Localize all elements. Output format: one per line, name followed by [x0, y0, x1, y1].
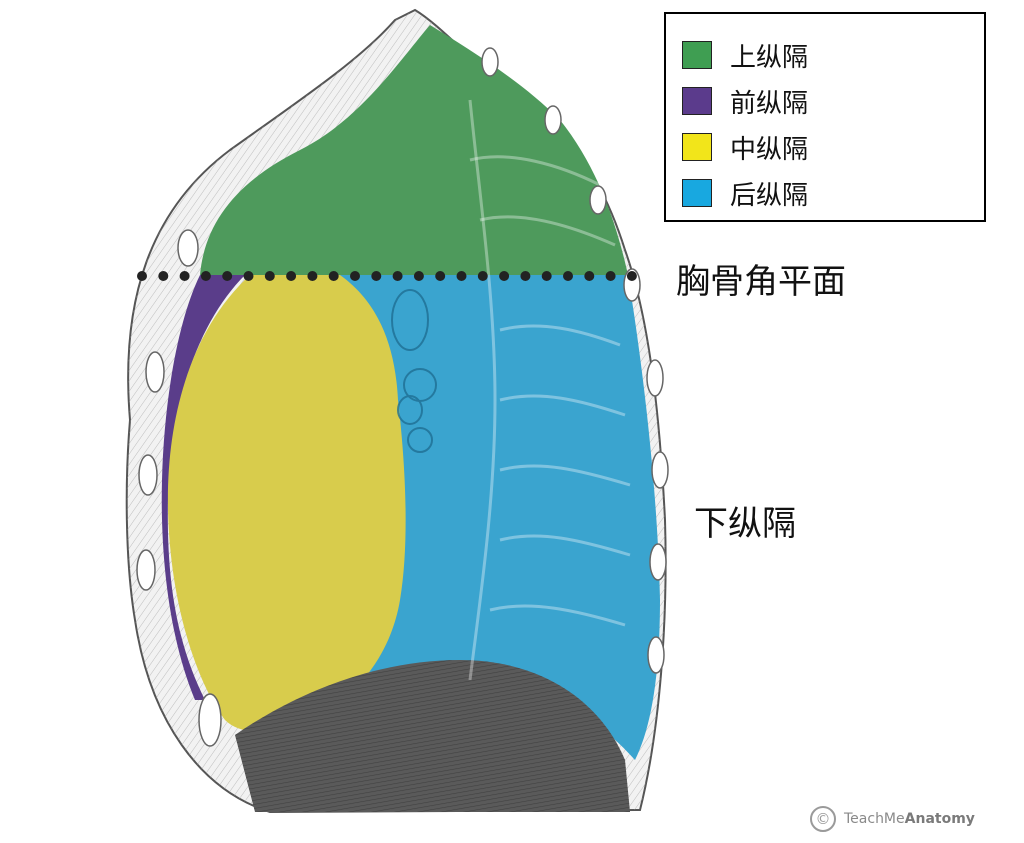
watermark-prefix: TeachMe [844, 811, 905, 827]
sternal-angle-plane-label: 胸骨角平面 [676, 262, 846, 302]
plane-dot [158, 271, 169, 281]
plane-dot [222, 271, 233, 281]
legend-item-posterior: 后纵隔 [682, 176, 809, 211]
plane-dot [499, 271, 510, 281]
legend-swatch-anterior [682, 87, 712, 115]
plane-dot [626, 271, 637, 281]
plane-dot [392, 271, 403, 281]
plane-dot [328, 271, 339, 281]
legend-item-superior: 上纵隔 [682, 38, 809, 73]
anterior-mediastinum-region [161, 275, 245, 700]
plane-dot [477, 271, 488, 281]
inferior-mediastinum-label: 下纵隔 [694, 504, 796, 544]
legend-label-posterior: 后纵隔 [730, 180, 809, 211]
legend-swatch-posterior [682, 179, 712, 207]
plane-dot [584, 271, 595, 281]
legend: 上纵隔 前纵隔 中纵隔 后纵隔 [664, 12, 986, 222]
legend-item-anterior: 前纵隔 [682, 84, 809, 119]
legend-swatch-superior [682, 41, 712, 69]
superior-mediastinum-region [200, 25, 628, 275]
plane-dot [563, 271, 573, 281]
legend-label-superior: 上纵隔 [730, 42, 809, 73]
plane-dot [179, 271, 190, 281]
plane-dot [286, 271, 297, 281]
plane-dot [200, 271, 211, 281]
plane-dot [520, 271, 531, 281]
plane-dot [435, 271, 446, 281]
legend-item-middle: 中纵隔 [682, 130, 809, 165]
legend-label-anterior: 前纵隔 [730, 88, 809, 119]
sternal-angle-plane-line [137, 271, 637, 281]
watermark-brand: Anatomy [904, 811, 975, 827]
plane-dot [264, 271, 275, 281]
plane-dot [456, 271, 467, 281]
plane-dot [307, 271, 318, 281]
middle-mediastinum-region [167, 275, 406, 732]
plane-dot [541, 271, 552, 281]
posterior-mediastinum-region [340, 275, 660, 760]
plane-dot [243, 271, 254, 281]
plane-dot [371, 271, 382, 281]
copyright-icon: © [810, 806, 836, 832]
plane-dot [350, 271, 360, 281]
plane-dot [413, 271, 424, 281]
plane-dot [605, 271, 616, 281]
plane-dot [137, 271, 147, 281]
legend-label-middle: 中纵隔 [730, 134, 809, 165]
legend-swatch-middle [682, 133, 712, 161]
